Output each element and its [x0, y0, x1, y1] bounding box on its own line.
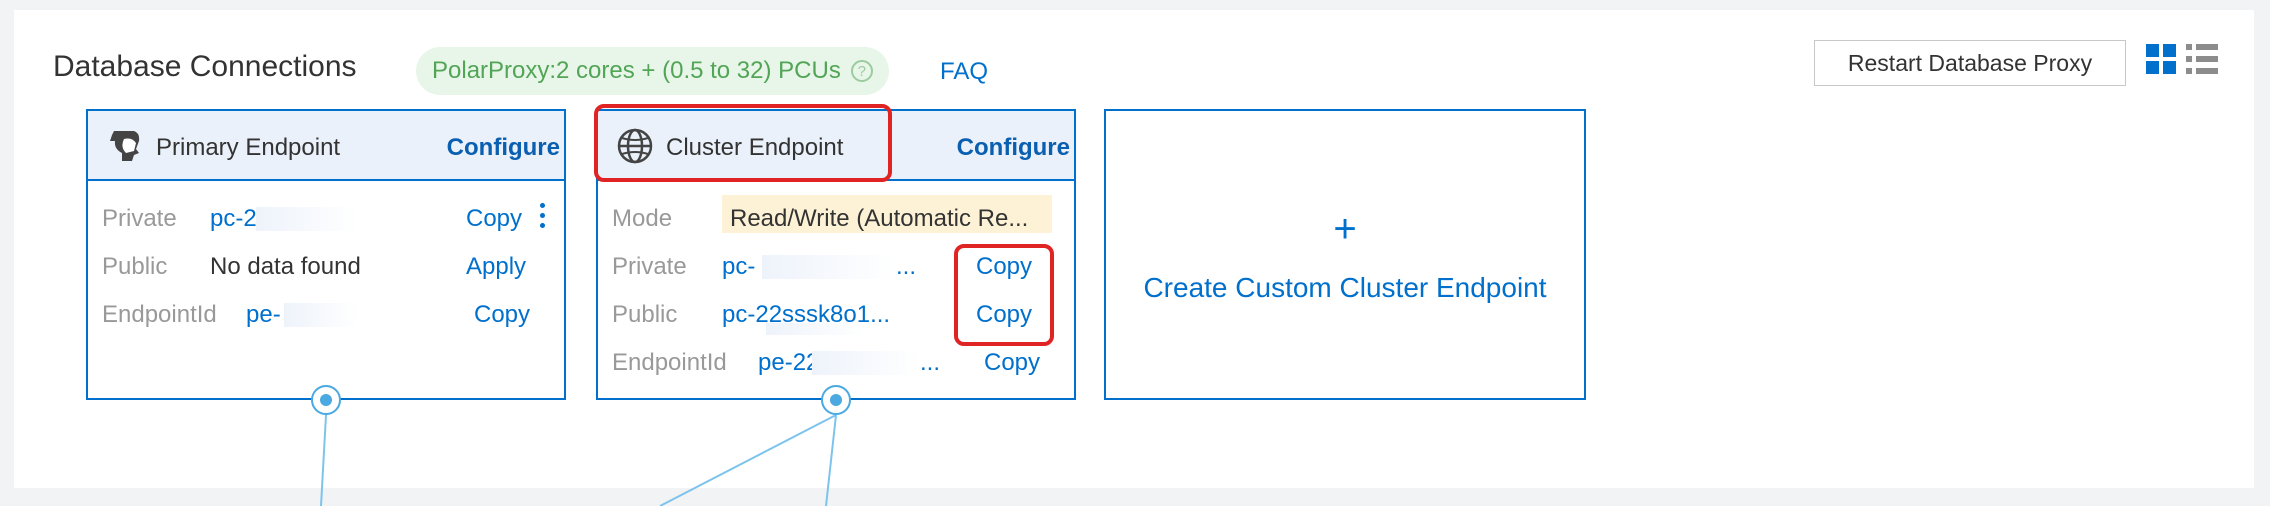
cluster-private-suffix: ... — [896, 253, 917, 280]
cluster-endpointid-suffix: ... — [920, 349, 941, 376]
list-view-icon[interactable] — [2186, 44, 2218, 74]
copy-buttons-highlight — [954, 244, 1054, 346]
primary-endpoint-header: Primary Endpoint Configure — [88, 111, 564, 181]
cluster-connector-node — [821, 385, 851, 415]
cluster-private-value: pc- — [722, 253, 756, 280]
create-custom-endpoint-card[interactable]: + Create Custom Cluster Endpoint — [1104, 109, 1586, 400]
cluster-public-label: Public — [612, 301, 678, 328]
page-title: Database Connections — [53, 50, 357, 83]
cluster-endpoint-title: Cluster Endpoint — [666, 134, 844, 161]
primary-configure-link[interactable]: Configure — [446, 134, 560, 161]
cluster-private-copy[interactable]: Copy — [976, 253, 1033, 280]
primary-public-value: No data found — [210, 253, 361, 280]
cluster-endpointid-value: pe-22 — [758, 349, 820, 376]
connector-line — [320, 414, 327, 506]
masked-value — [766, 323, 866, 335]
primary-endpoint-card: Primary Endpoint Configure Private pc-2 … — [86, 109, 566, 400]
cluster-public-copy[interactable]: Copy — [976, 301, 1033, 328]
more-options-icon[interactable] — [540, 203, 546, 229]
cluster-mode-value: Read/Write (Automatic Re... — [730, 205, 1029, 232]
restart-database-proxy-button[interactable]: Restart Database Proxy — [1814, 40, 2126, 86]
primary-endpoint-title: Primary Endpoint — [156, 134, 341, 161]
globe-icon — [617, 128, 653, 164]
primary-private-value: pc-2 — [210, 205, 257, 232]
question-circle-icon[interactable]: ? — [850, 60, 873, 82]
primary-endpoint-icon — [110, 131, 140, 161]
primary-endpointid-copy[interactable]: Copy — [474, 301, 531, 328]
primary-private-label: Private — [102, 205, 177, 232]
primary-private-copy[interactable]: Copy — [466, 205, 523, 232]
masked-value — [812, 351, 920, 375]
connector-line — [659, 414, 837, 506]
create-custom-endpoint-label: Create Custom Cluster Endpoint — [1143, 272, 1547, 303]
primary-endpointid-label: EndpointId — [102, 301, 217, 328]
masked-value — [762, 255, 896, 279]
cluster-private-label: Private — [612, 253, 687, 280]
cluster-endpoint-card: Cluster Endpoint Configure Mode Read/Wri… — [596, 109, 1076, 400]
cluster-endpoint-highlight — [594, 104, 892, 182]
grid-view-icon[interactable] — [2146, 44, 2176, 74]
cluster-mode-label: Mode — [612, 205, 673, 232]
connector-line — [825, 414, 837, 506]
masked-value — [256, 207, 358, 231]
cluster-endpointid-label: EndpointId — [612, 349, 727, 376]
proxy-badge: PolarProxy:2 cores + (0.5 to 32) PCUs ? — [416, 47, 889, 95]
primary-connector-node — [311, 385, 341, 415]
masked-value — [284, 303, 358, 327]
faq-link[interactable]: FAQ — [940, 58, 989, 85]
primary-public-label: Public — [102, 253, 168, 280]
cluster-endpoint-header: Cluster Endpoint Configure — [598, 111, 1074, 181]
primary-endpointid-value: pe- — [246, 301, 281, 328]
plus-icon: + — [1333, 207, 1357, 251]
primary-public-apply[interactable]: Apply — [466, 253, 527, 280]
cluster-configure-link[interactable]: Configure — [956, 134, 1070, 161]
proxy-badge-label: PolarProxy:2 cores + (0.5 to 32) PCUs — [432, 57, 841, 84]
mode-tag — [722, 195, 1052, 233]
cluster-endpointid-copy[interactable]: Copy — [984, 349, 1041, 376]
